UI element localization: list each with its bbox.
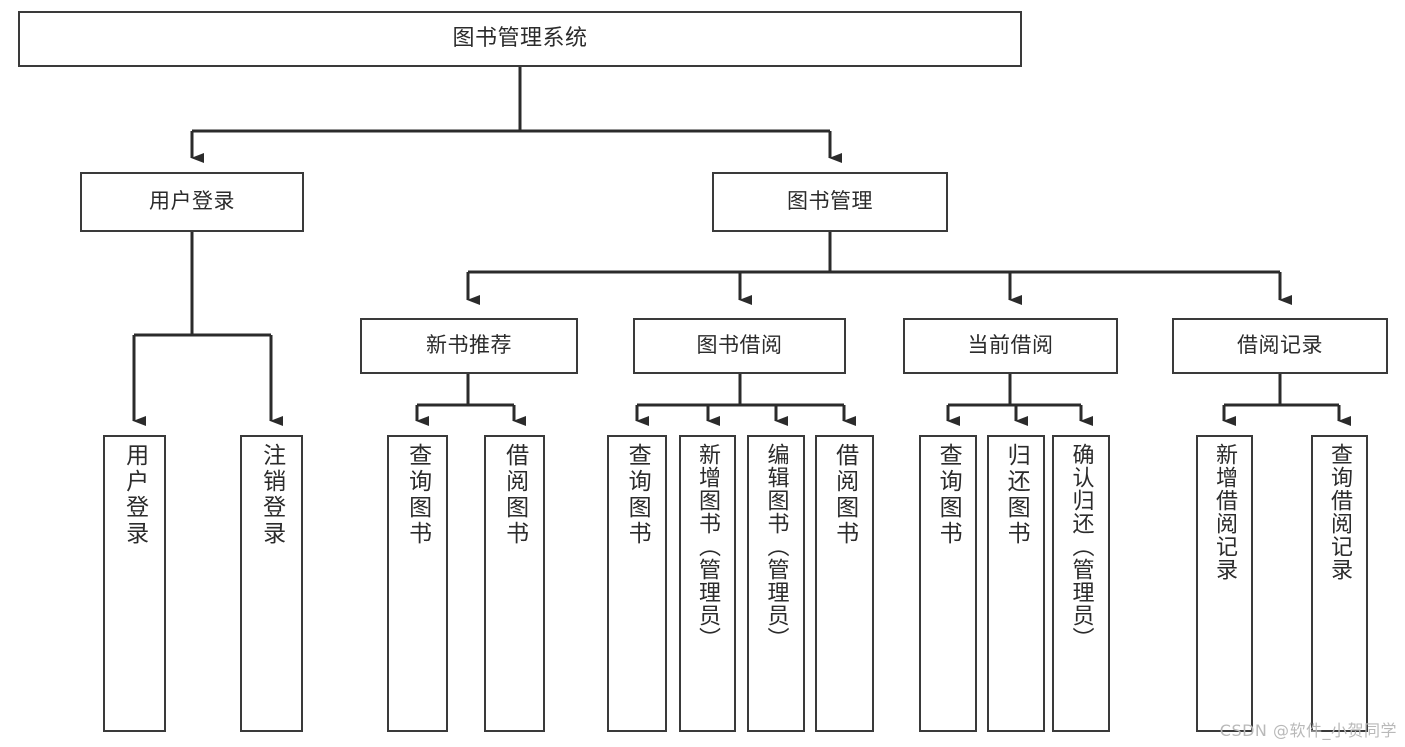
node-label: 编辑图书（管理员）: [763, 443, 789, 650]
node-label: 新增借阅记录: [1212, 443, 1238, 581]
node-label: 查询图书: [404, 443, 431, 547]
node-label: 查询图书: [935, 443, 962, 547]
node-label: 查询借阅记录: [1327, 443, 1353, 581]
node-label: 新增图书（管理员）: [695, 443, 721, 650]
leaf-query-book-borrow[interactable]: 查询图书: [607, 435, 667, 732]
leaf-query-book-recommend[interactable]: 查询图书: [387, 435, 448, 732]
node-label: 用户登录: [121, 443, 148, 547]
node-label: 图书借阅: [696, 333, 783, 358]
node-label: 图书管理系统: [452, 26, 588, 52]
leaf-logout[interactable]: 注销登录: [240, 435, 303, 732]
leaf-confirm-return-admin[interactable]: 确认归还（管理员）: [1052, 435, 1110, 732]
node-new-book-recommend[interactable]: 新书推荐: [360, 318, 578, 374]
leaf-return-book[interactable]: 归还图书: [987, 435, 1045, 732]
node-user-login[interactable]: 用户登录: [80, 172, 304, 232]
leaf-query-book-current[interactable]: 查询图书: [919, 435, 977, 732]
node-label: 查询图书: [624, 443, 651, 547]
node-label: 借阅记录: [1237, 333, 1323, 358]
leaf-edit-book-admin[interactable]: 编辑图书（管理员）: [747, 435, 805, 732]
node-label: 注销登录: [258, 443, 285, 547]
node-book-management[interactable]: 图书管理: [712, 172, 948, 232]
node-label: 借阅图书: [831, 443, 858, 547]
node-label: 用户登录: [149, 189, 235, 214]
node-book-borrow[interactable]: 图书借阅: [633, 318, 846, 374]
node-label: 确认归还（管理员）: [1068, 443, 1094, 650]
leaf-add-book-admin[interactable]: 新增图书（管理员）: [679, 435, 736, 732]
leaf-user-login[interactable]: 用户登录: [103, 435, 166, 732]
leaf-borrow-book[interactable]: 借阅图书: [815, 435, 874, 732]
node-label: 归还图书: [1003, 443, 1030, 547]
node-label: 图书管理: [787, 189, 873, 214]
leaf-query-borrow-record[interactable]: 查询借阅记录: [1311, 435, 1368, 732]
node-root-library-system[interactable]: 图书管理系统: [18, 11, 1022, 67]
node-borrow-record[interactable]: 借阅记录: [1172, 318, 1388, 374]
node-label: 当前借阅: [967, 333, 1054, 358]
node-label: 借阅图书: [501, 443, 528, 547]
leaf-borrow-book-recommend[interactable]: 借阅图书: [484, 435, 545, 732]
node-current-borrow[interactable]: 当前借阅: [903, 318, 1118, 374]
node-label: 新书推荐: [426, 333, 512, 358]
leaf-add-borrow-record[interactable]: 新增借阅记录: [1196, 435, 1253, 732]
